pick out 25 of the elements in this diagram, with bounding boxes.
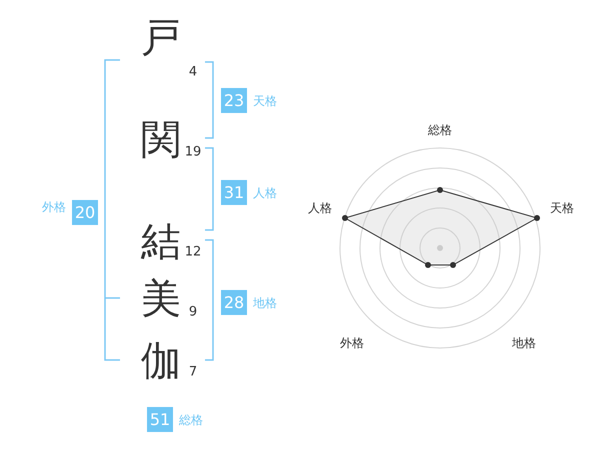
name-character: 関	[141, 120, 181, 160]
score-label: 天格	[253, 95, 277, 107]
stroke-count: 19	[184, 146, 202, 158]
axis-label: 人格	[308, 202, 332, 214]
score-box: 28	[221, 290, 247, 315]
stroke-count: 7	[188, 366, 198, 378]
name-character: 結	[141, 222, 181, 262]
score-label: 総格	[179, 414, 203, 426]
score-box: 31	[221, 180, 247, 205]
score-box: 23	[221, 88, 247, 113]
name-character: 伽	[141, 341, 181, 381]
score-label: 外格	[42, 201, 66, 213]
axis-label: 地格	[512, 337, 536, 349]
axis-label: 天格	[550, 202, 574, 214]
score-box: 20	[72, 200, 98, 225]
axis-label: 総格	[428, 124, 452, 136]
axis-label: 外格	[340, 337, 364, 349]
score-box: 51	[147, 407, 173, 432]
stroke-count: 4	[188, 66, 198, 78]
score-label: 人格	[253, 187, 277, 199]
stroke-count: 9	[188, 306, 198, 318]
stroke-count: 12	[184, 246, 202, 258]
name-character: 美	[141, 279, 181, 319]
score-label: 地格	[253, 297, 277, 309]
name-character: 戸	[141, 18, 181, 58]
